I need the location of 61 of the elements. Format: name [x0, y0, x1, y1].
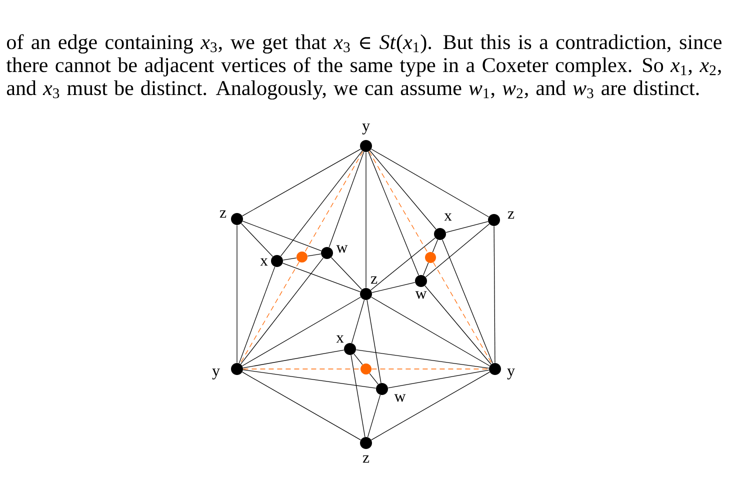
line	[236, 224, 238, 364]
line	[388, 370, 490, 388]
line	[282, 262, 361, 292]
line	[354, 354, 363, 365]
line	[371, 148, 489, 218]
vertex-label: z	[362, 455, 370, 463]
line	[282, 258, 297, 260]
line	[369, 373, 378, 384]
vertex-label: y	[212, 368, 220, 380]
marker-dot	[360, 364, 372, 374]
line	[328, 152, 364, 248]
dashed-line	[304, 151, 364, 252]
line	[356, 350, 490, 368]
line	[350, 354, 366, 438]
vertex-label: z	[220, 210, 226, 218]
line	[307, 254, 322, 256]
vertex-label: y	[362, 124, 370, 134]
line	[240, 258, 324, 364]
paragraph: of an edge containing x$_{3}$, we get that x$_{3}$ ∈ St(x$_{1}$). But this is a contradiction, since there cannot be adjacent vertices of the same type in a Coxeter complex. So x$_{1}$, x$_{2}$, and x$_{3}$ must be distinct. Analogously, we can assume w$_{1}$, w$_{2}$, and w$_{3}$ are distinct.	[6, 34, 722, 100]
line	[242, 148, 361, 216]
vertex-label: w	[336, 245, 348, 253]
vertex-label: x	[260, 258, 268, 266]
marker-dot	[425, 252, 436, 263]
vertex-label: w	[394, 394, 406, 402]
vertex-label: y	[507, 368, 515, 380]
dashed-line	[242, 368, 361, 370]
vertex-label: z	[370, 276, 378, 284]
line	[242, 370, 376, 388]
line	[238, 266, 276, 364]
line	[242, 296, 361, 366]
line	[425, 224, 490, 278]
line	[330, 257, 362, 290]
vertex-label: z	[508, 211, 514, 219]
line	[494, 226, 496, 364]
line	[446, 221, 488, 233]
line	[370, 150, 436, 230]
line	[432, 239, 438, 253]
dashed-line	[371, 368, 490, 370]
vertex-label: x	[336, 335, 344, 343]
dashed-line	[240, 262, 300, 364]
line	[366, 300, 382, 384]
line	[242, 220, 322, 252]
line	[423, 262, 429, 276]
dashed-line	[433, 262, 492, 364]
line	[240, 223, 274, 257]
vertex-label: w	[415, 291, 427, 299]
line	[351, 300, 365, 344]
marker-dot	[296, 252, 308, 262]
line	[367, 394, 381, 438]
line	[371, 372, 490, 440]
line	[371, 296, 490, 366]
line	[370, 238, 436, 290]
line	[372, 282, 416, 293]
line	[242, 372, 361, 440]
line	[242, 350, 344, 368]
line	[424, 285, 492, 365]
dashed-line	[368, 151, 428, 253]
line	[280, 150, 363, 256]
vertex-label: x	[444, 213, 452, 221]
line	[368, 151, 419, 276]
line	[442, 239, 493, 364]
